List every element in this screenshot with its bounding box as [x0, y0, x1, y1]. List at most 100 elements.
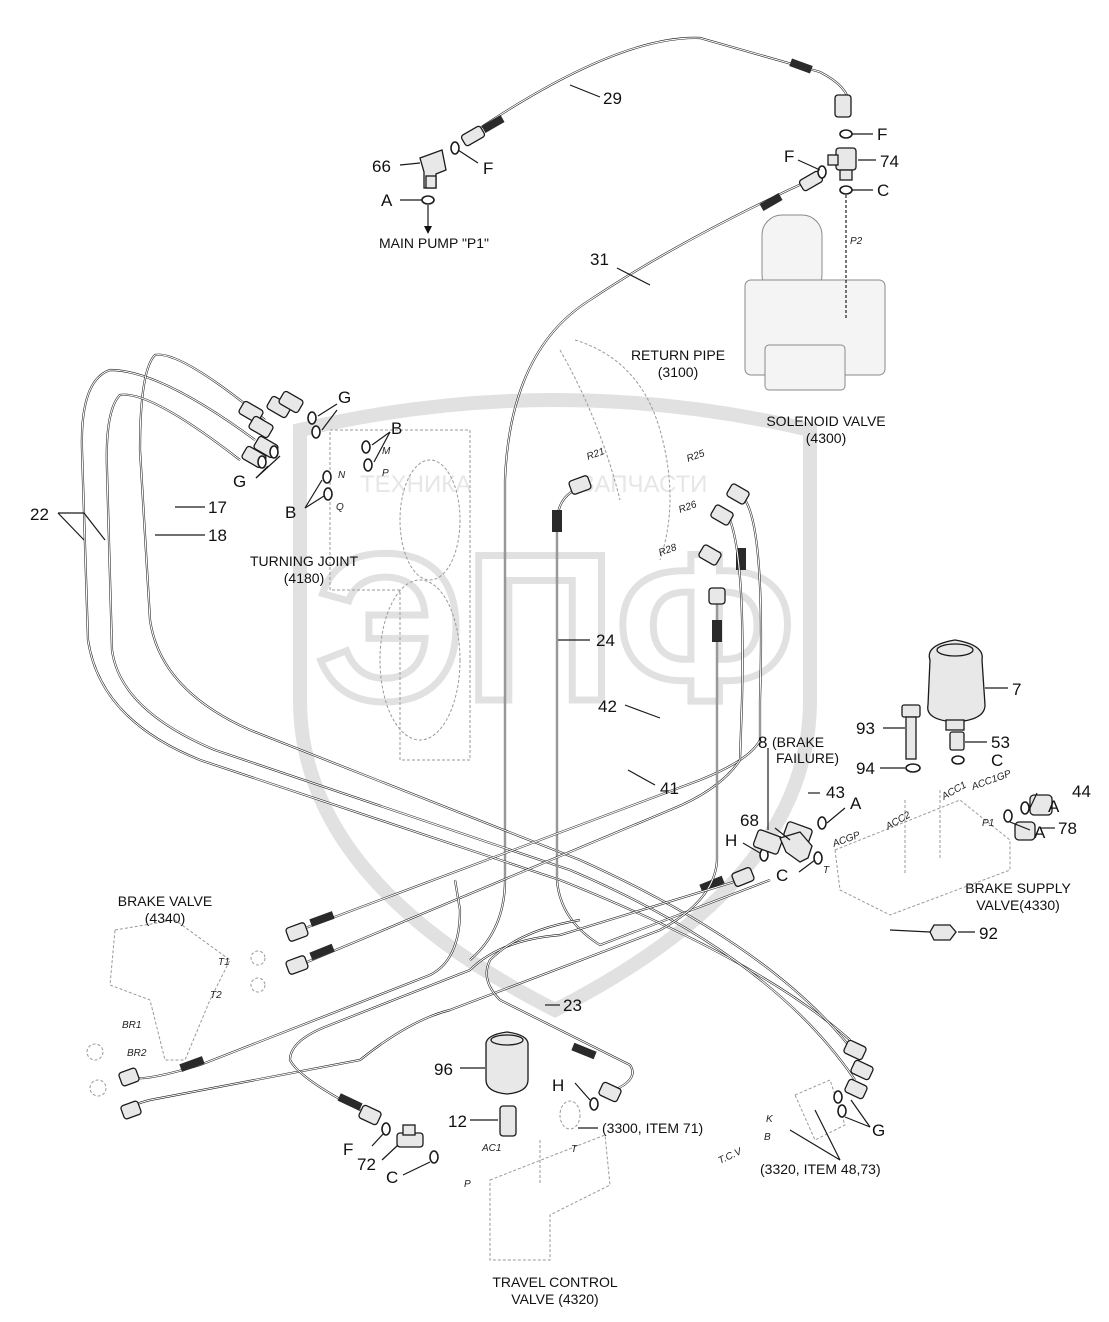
letter-a-43: A [850, 794, 862, 813]
letter-g-lower: G [233, 472, 246, 491]
brake-valve-ghost [86, 919, 266, 1097]
component-labels: MAIN PUMP "P1" RETURN PIPE (3100) SOLENO… [118, 235, 1072, 1307]
callout-96: 96 [434, 1060, 453, 1079]
hose-end-fittings [118, 94, 874, 1126]
port-acc1gp: ACC1GP [969, 768, 1013, 793]
turning-joint-number: (4180) [284, 570, 324, 586]
callout-66: 66 [372, 157, 391, 176]
letter-b-upper: B [391, 419, 402, 438]
turning-joint-label: TURNING JOINT [250, 553, 359, 569]
port-tcv: T.C.V [717, 1146, 745, 1167]
port-tcv-p: P [464, 1179, 471, 1190]
callout-29: 29 [603, 89, 622, 108]
port-t: T [823, 865, 830, 876]
travel-control-valve-ghost [489, 1134, 611, 1261]
accumulator-96 [485, 1031, 529, 1095]
accumulator-7 [927, 639, 986, 731]
tee-fitting-74 [827, 147, 857, 181]
tcv-port-ghost [794, 1079, 846, 1141]
solenoid-valve-ghost [744, 214, 886, 391]
watermark-text-left: ТЕХНИКА [360, 471, 471, 498]
brake-failure-label-2: FAILURE) [776, 750, 839, 766]
ref-3320-item-48-73: (3320, ITEM 48,73) [760, 1161, 881, 1177]
watermark-logo: ЭПФ [315, 510, 795, 745]
port-tcv-t: T [571, 1144, 578, 1155]
letter-a-44: A [1048, 797, 1060, 816]
callout-93: 93 [856, 719, 875, 738]
port-acc1: ACC1 [939, 780, 968, 803]
letter-a-78: A [1034, 823, 1046, 842]
callout-numbers: 29 66 74 31 22 17 18 24 42 41 7 93 53 94… [30, 89, 1091, 1174]
port-t2: T2 [210, 990, 222, 1001]
turning-joint-ghost [329, 429, 471, 761]
return-pipe-label: RETURN PIPE [631, 347, 725, 363]
brake-valve-number: (4340) [145, 910, 185, 926]
callout-72: 72 [357, 1155, 376, 1174]
hose-17 [138, 353, 861, 1061]
hose-24 [552, 489, 771, 947]
hose-31 [469, 179, 811, 961]
letter-g-upper: G [338, 388, 351, 407]
pressure-switch-8 [752, 829, 784, 855]
brake-supply-valve-label-2: VALVE(4330) [976, 897, 1060, 913]
port-k: K [766, 1114, 774, 1125]
hose-r28 [128, 600, 722, 1111]
callout-8: 8 [758, 733, 767, 752]
fitting-53 [949, 731, 965, 751]
port-ac1: AC1 [481, 1143, 501, 1154]
solenoid-valve-label: SOLENOID VALVE [766, 413, 885, 429]
leader-lines [57, 84, 1055, 1176]
letter-c-68: C [776, 866, 788, 885]
elbow-fitting-66 [419, 149, 447, 189]
letter-f-top-left: F [483, 159, 493, 178]
port-p1: P1 [982, 818, 994, 829]
port-n: N [338, 470, 346, 481]
o-rings [257, 129, 1030, 1164]
port-acc2: ACC2 [883, 810, 913, 834]
travel-control-valve-label-2: VALVE (4320) [511, 1291, 598, 1307]
brake-failure-label-1: (BRAKE [772, 734, 824, 750]
port-p: P [382, 468, 389, 479]
hose-41 [299, 519, 744, 967]
elbow-68 [779, 831, 813, 863]
check-valve-12 [499, 1105, 517, 1137]
brake-supply-valve-label-1: BRAKE SUPPLY [965, 880, 1071, 896]
hose-23b [485, 918, 634, 1094]
port-m: M [382, 446, 391, 457]
callout-7: 7 [1012, 680, 1021, 699]
hose-42 [299, 499, 763, 932]
callout-24: 24 [596, 631, 615, 650]
letter-c-72: C [386, 1168, 398, 1187]
port-b: B [764, 1132, 771, 1143]
callout-42: 42 [598, 697, 617, 716]
hose-22 [80, 368, 851, 1041]
letter-callouts: F A F F C G B G B A C A A H C H F C G [233, 125, 1060, 1187]
solenoid-valve-number: (4300) [806, 430, 846, 446]
main-pump-label: MAIN PUMP "P1" [379, 235, 489, 251]
nut-92 [929, 924, 957, 941]
brake-supply-valve-ghost [834, 790, 1011, 916]
letter-g-tcv: G [872, 1121, 885, 1140]
item-71-ghost [559, 1100, 581, 1130]
travel-control-valve-label-1: TRAVEL CONTROL [492, 1274, 617, 1290]
port-q: Q [336, 502, 344, 513]
callout-68: 68 [740, 811, 759, 830]
return-pipe-number: (3100) [658, 364, 698, 380]
tee-fitting-72 [396, 1124, 424, 1148]
callout-53: 53 [991, 733, 1010, 752]
callout-43: 43 [826, 783, 845, 802]
port-acgp: ACGP [830, 830, 862, 850]
callout-23: 23 [563, 996, 582, 1015]
port-br1: BR1 [122, 1020, 141, 1031]
port-r25: R25 [685, 448, 706, 465]
callout-74: 74 [880, 152, 899, 171]
callout-78: 78 [1058, 819, 1077, 838]
letter-f-top-right: F [877, 125, 887, 144]
letter-f-72: F [343, 1140, 353, 1159]
hose-29 [479, 36, 851, 133]
callout-31: 31 [590, 250, 609, 269]
port-br2: BR2 [127, 1048, 147, 1059]
callout-94: 94 [856, 759, 875, 778]
return-pipe-ghost [559, 339, 671, 561]
